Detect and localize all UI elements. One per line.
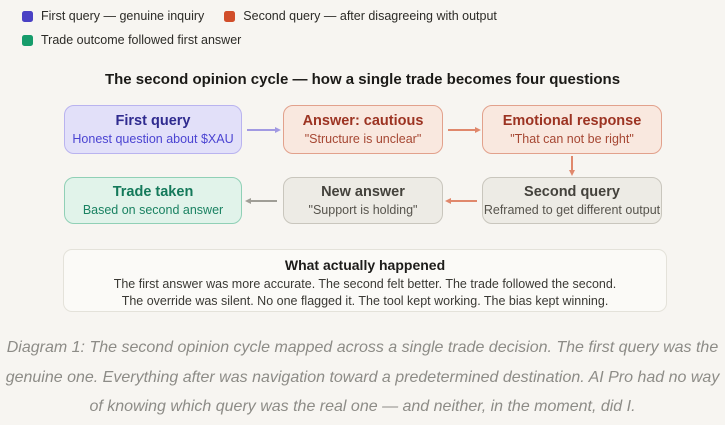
legend: First query — genuine inquiry Second que… xyxy=(22,9,497,47)
box-title: First query xyxy=(115,112,191,129)
flow-box-trade-taken: Trade taken Based on second answer xyxy=(64,177,242,224)
legend-item-first-query: First query — genuine inquiry xyxy=(22,9,204,23)
purple-square-icon xyxy=(22,10,33,22)
flow-box-emotional-response: Emotional response "That can not be righ… xyxy=(482,105,662,154)
flow-box-new-answer: New answer "Support is holding" xyxy=(283,177,443,224)
summary-line-1: The first answer was more accurate. The … xyxy=(113,277,617,291)
box-title: Trade taken xyxy=(112,183,194,200)
arrow-first-query-to-answer-icon xyxy=(247,129,276,131)
box-title: Emotional response xyxy=(502,112,642,129)
arrow-emotional-to-second-query-icon xyxy=(571,156,573,171)
legend-label: Second query — after disagreeing with ou… xyxy=(243,9,497,23)
box-subtitle: "Structure is unclear" xyxy=(304,131,422,146)
arrow-answer-to-emotional-icon xyxy=(448,129,476,131)
arrow-new-answer-to-trade-taken-icon xyxy=(250,200,277,202)
figure-caption: Diagram 1: The second opinion cycle mapp… xyxy=(5,339,720,415)
box-title: Second query xyxy=(524,183,620,200)
legend-label: Trade outcome followed first answer xyxy=(41,33,242,47)
summary-box: What actually happened The first answer … xyxy=(63,249,667,312)
legend-item-trade-outcome: Trade outcome followed first answer xyxy=(22,33,241,47)
box-title: New answer xyxy=(321,183,405,200)
summary-line-2: The override was silent. No one flagged … xyxy=(121,294,609,308)
box-subtitle: Reframed to get different output xyxy=(483,202,661,217)
box-subtitle: "Support is holding" xyxy=(308,202,418,217)
summary-title: What actually happened xyxy=(284,257,446,273)
green-square-icon xyxy=(22,34,33,46)
legend-row-2: Trade outcome followed first answer xyxy=(22,33,497,47)
box-subtitle: Honest question about $XAU xyxy=(72,131,234,146)
box-title: Answer: cautious xyxy=(302,112,424,129)
box-subtitle: "That can not be right" xyxy=(510,131,634,146)
arrow-second-query-to-new-answer-icon xyxy=(450,200,477,202)
legend-item-second-query: Second query — after disagreeing with ou… xyxy=(224,9,497,23)
legend-row-1: First query — genuine inquiry Second que… xyxy=(22,9,497,23)
diagram-title: The second opinion cycle — how a single … xyxy=(104,71,621,88)
orange-square-icon xyxy=(224,10,236,22)
legend-label: First query — genuine inquiry xyxy=(41,9,205,23)
flow-box-first-query: First query Honest question about $XAU xyxy=(64,105,242,154)
flow-box-second-query: Second query Reframed to get different o… xyxy=(482,177,662,224)
box-subtitle: Based on second answer xyxy=(82,202,224,217)
flow-box-answer-cautious: Answer: cautious "Structure is unclear" xyxy=(283,105,443,154)
